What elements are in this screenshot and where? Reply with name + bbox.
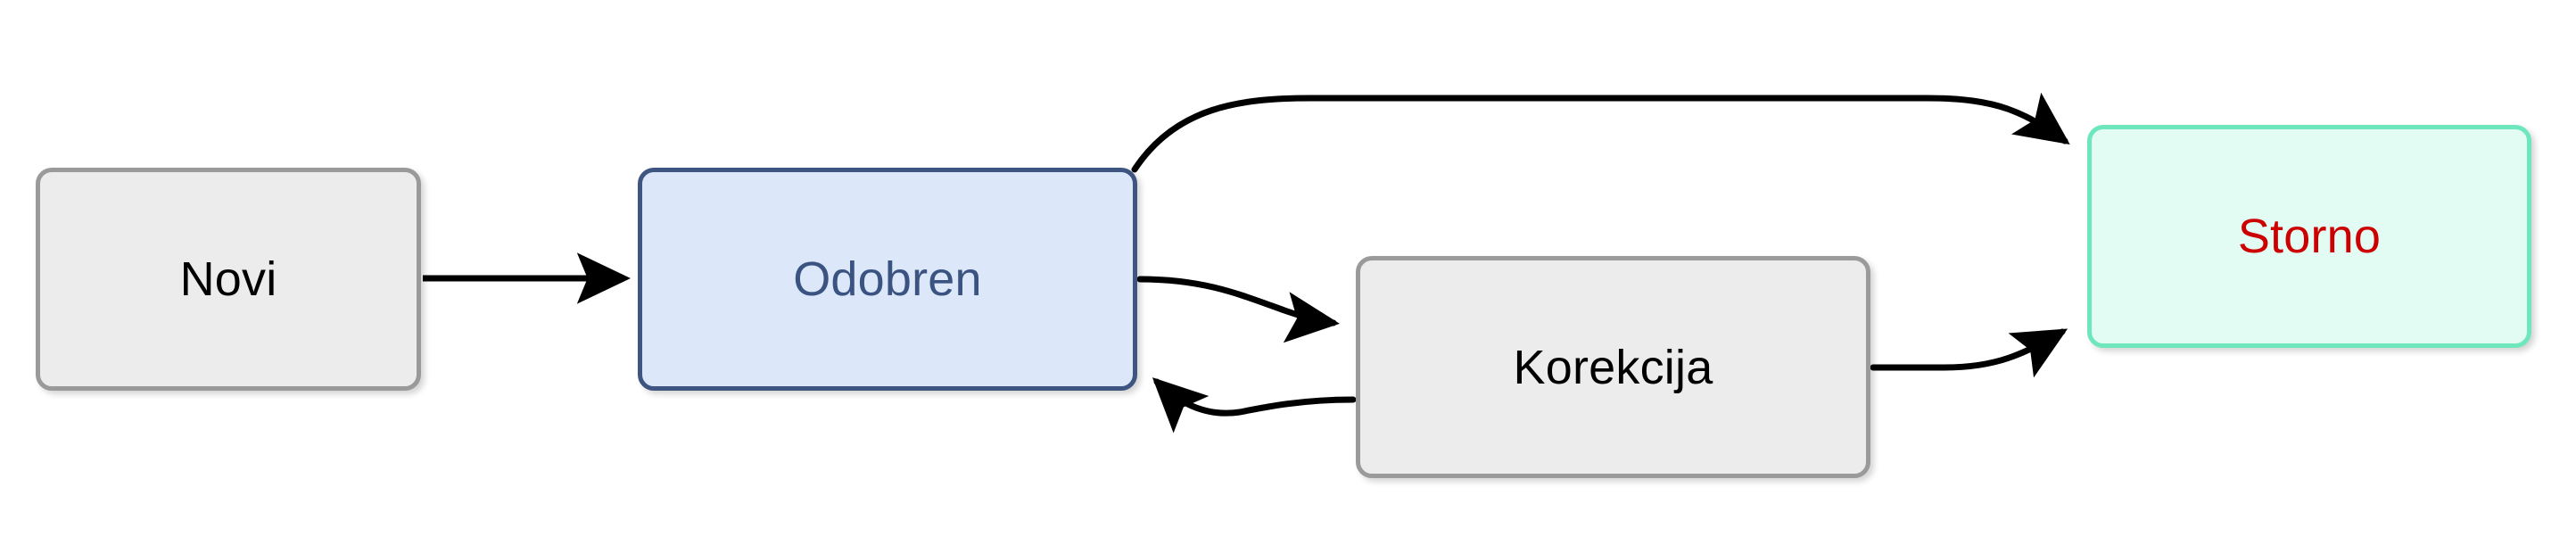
node-odobren[interactable]: Odobren: [638, 168, 1137, 391]
node-storno-label: Storno: [2237, 210, 2382, 263]
node-storno[interactable]: Storno: [2087, 125, 2531, 348]
edge-odobren-to-storno[interactable]: [1131, 92, 2070, 173]
node-korekcija[interactable]: Korekcija: [1356, 256, 1870, 478]
edge-korekcija-to-storno[interactable]: [1870, 328, 2068, 378]
node-novi[interactable]: Novi: [36, 168, 421, 391]
edge-odobren-to-korekcija[interactable]: [1136, 276, 1340, 343]
node-korekcija-label: Korekcija: [1513, 340, 1713, 394]
edge-korekcija-to-odobren[interactable]: [1152, 377, 1357, 434]
node-novi-label: Novi: [179, 252, 277, 306]
node-odobren-label: Odobren: [793, 252, 982, 306]
